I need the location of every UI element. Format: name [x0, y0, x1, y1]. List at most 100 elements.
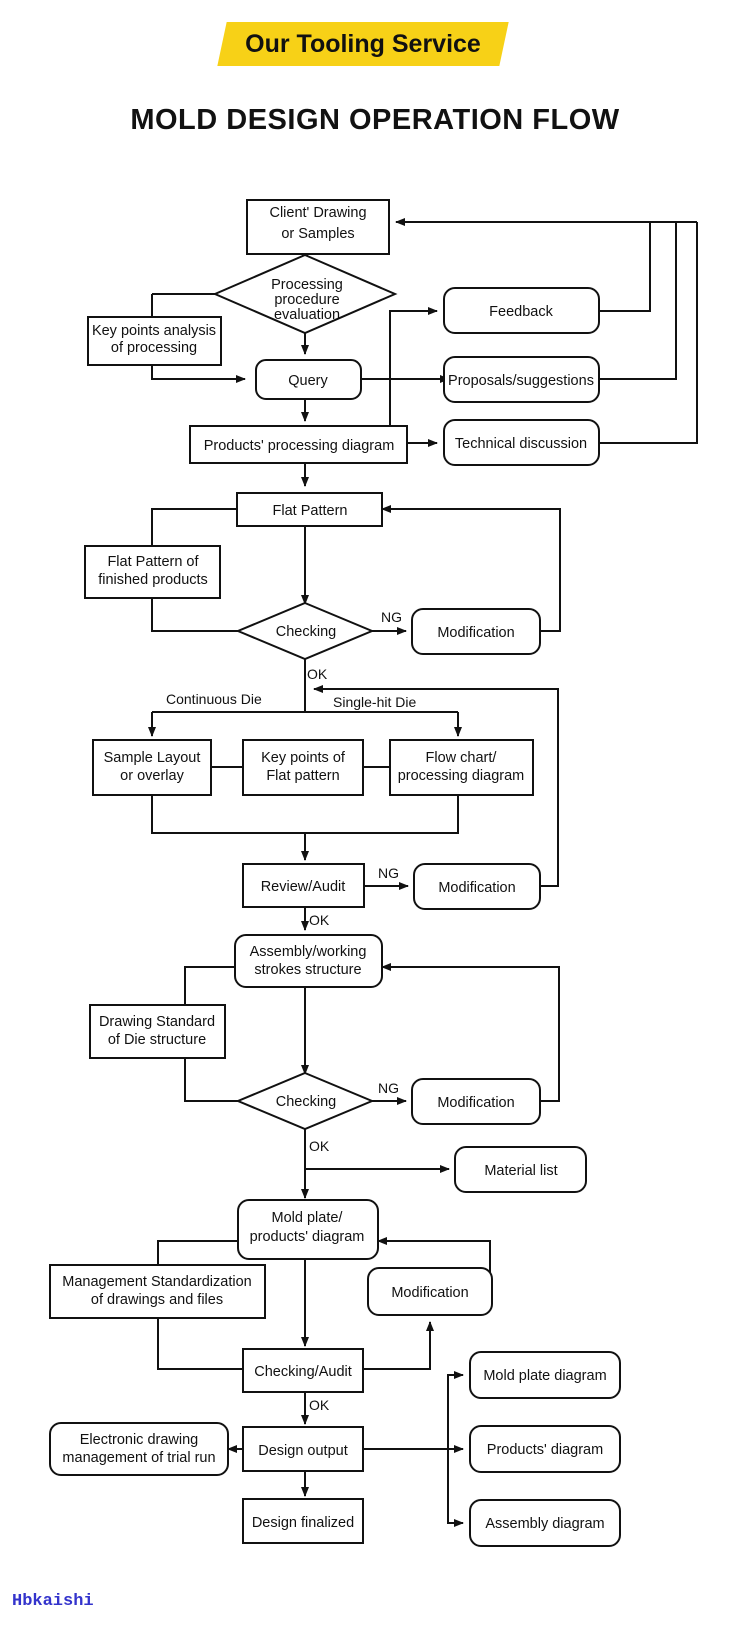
- node-check2[interactable]: Checking: [235, 1071, 375, 1131]
- node-flatfinished-line1: Flat Pattern of: [107, 554, 199, 570]
- node-drawstd[interactable]: Drawing Standard of Die structure: [89, 1004, 226, 1059]
- node-material[interactable]: Material list: [454, 1146, 587, 1193]
- node-mod4-label: Modification: [391, 1285, 468, 1301]
- node-electronic-line1: Electronic drawing: [80, 1432, 198, 1448]
- node-prodproc[interactable]: Products' processing diagram: [189, 425, 408, 464]
- edge-proposals-return: [599, 222, 677, 380]
- node-assemblydia[interactable]: Assembly diagram: [469, 1499, 621, 1547]
- node-designfinal[interactable]: Design finalized: [242, 1498, 364, 1544]
- node-query[interactable]: Query: [255, 359, 362, 400]
- node-mgmtstd-line2: of drawings and files: [91, 1292, 223, 1308]
- edge-query-feedback: [389, 307, 438, 379]
- node-keyflat-line1: Key points of: [261, 750, 346, 766]
- node-check1[interactable]: Checking: [235, 601, 375, 661]
- node-keyflat-line2: Flat pattern: [266, 768, 339, 784]
- edge-feedback-return: [395, 218, 651, 312]
- edge-label-layer: NG OK Continuous Die Single-hit Die NG O…: [166, 609, 416, 1413]
- edge-flat-left: [151, 508, 237, 546]
- edge-mod3-return: [381, 963, 560, 1102]
- edge-label-ok-1: OK: [307, 666, 328, 682]
- node-sample[interactable]: Sample Layout or overlay: [92, 739, 212, 796]
- node-eval-line3: evaluation: [274, 307, 340, 323]
- node-assembly-line2: strokes structure: [254, 962, 361, 978]
- node-flowchart-line2: processing diagram: [398, 768, 525, 784]
- node-proposals[interactable]: Proposals/suggestions: [443, 356, 600, 403]
- node-review-label: Review/Audit: [261, 879, 346, 895]
- edge-assembly-left: [184, 966, 235, 1005]
- node-material-label: Material list: [484, 1163, 557, 1179]
- edge-label-continuous-die: Continuous Die: [166, 691, 262, 707]
- node-moldplatedia-label: Mold plate diagram: [483, 1368, 606, 1384]
- connector-layer: [148, 218, 698, 1527]
- node-mgmtstd-line1: Management Standardization: [62, 1274, 251, 1290]
- node-proposals-label: Proposals/suggestions: [448, 373, 594, 389]
- node-mgmtstd[interactable]: Management Standardization of drawings a…: [49, 1264, 266, 1319]
- node-techdisc-label: Technical discussion: [455, 436, 587, 452]
- edge-label-ok-4: OK: [309, 1397, 330, 1413]
- node-flatfinished-line2: finished products: [98, 572, 208, 588]
- node-client[interactable]: Client' Drawing or Samples: [246, 199, 390, 255]
- node-assembly-line1: Assembly/working: [250, 944, 367, 960]
- node-keypoints[interactable]: Key points analysis of processing: [87, 316, 222, 366]
- node-moldplate[interactable]: Mold plate/ products' diagram: [237, 1199, 379, 1260]
- edge-mod1-return: [381, 505, 561, 632]
- node-assembly[interactable]: Assembly/working strokes structure: [234, 934, 383, 988]
- edge-keypoints-query: [151, 365, 246, 383]
- node-mod2-label: Modification: [438, 880, 515, 896]
- edge-drawstd-check2: [184, 1058, 248, 1102]
- node-check2-label: Checking: [276, 1094, 336, 1110]
- node-checkaudit[interactable]: Checking/Audit: [242, 1348, 364, 1393]
- edge-designout-moldplatedia: [447, 1371, 464, 1449]
- watermark: Hbkaishi: [12, 1592, 94, 1611]
- node-flowchart[interactable]: Flow chart/ processing diagram: [389, 739, 534, 796]
- edge-merge-bus: [151, 795, 459, 834]
- node-query-label: Query: [288, 373, 328, 389]
- node-client-line2: or Samples: [281, 226, 354, 242]
- node-mod1[interactable]: Modification: [411, 608, 541, 655]
- node-review[interactable]: Review/Audit: [242, 863, 365, 908]
- page-title: MOLD DESIGN OPERATION FLOW: [130, 104, 620, 136]
- node-electronic[interactable]: Electronic drawing management of trial r…: [49, 1422, 229, 1476]
- node-assemblydia-label: Assembly diagram: [485, 1516, 604, 1532]
- node-feedback-label: Feedback: [489, 304, 553, 320]
- node-prodsdia[interactable]: Products' diagram: [469, 1425, 621, 1473]
- edge-label-ok-3: OK: [309, 1138, 330, 1154]
- edge-flatfinished-check1: [151, 598, 248, 632]
- node-mod2[interactable]: Modification: [413, 863, 541, 910]
- node-feedback[interactable]: Feedback: [443, 287, 600, 334]
- node-flatpattern[interactable]: Flat Pattern: [236, 492, 383, 527]
- edge-designout-assemblydia: [447, 1449, 464, 1527]
- node-techdisc[interactable]: Technical discussion: [443, 419, 600, 466]
- node-flatpattern-label: Flat Pattern: [273, 503, 348, 519]
- edge-label-ng-1: NG: [381, 609, 402, 625]
- node-keyflat[interactable]: Key points of Flat pattern: [242, 739, 364, 796]
- node-designout-label: Design output: [258, 1443, 347, 1459]
- edge-mod2-return: [313, 685, 559, 887]
- edge-label-single-hit-die: Single-hit Die: [333, 694, 416, 710]
- node-keypoints-line2: of processing: [111, 340, 197, 356]
- node-layer: Client' Drawing or Samples Processing pr…: [49, 199, 621, 1547]
- node-prodproc-label: Products' processing diagram: [204, 438, 395, 454]
- node-flowchart-line1: Flow chart/: [426, 750, 498, 766]
- banner-label: Our Tooling Service: [245, 29, 481, 58]
- edge-checkaudit-mod4: [363, 1321, 434, 1370]
- node-mod3[interactable]: Modification: [411, 1078, 541, 1125]
- node-drawstd-line1: Drawing Standard: [99, 1014, 215, 1030]
- node-mod4[interactable]: Modification: [367, 1267, 493, 1316]
- node-mod1-label: Modification: [437, 625, 514, 641]
- node-moldplatedia[interactable]: Mold plate diagram: [469, 1351, 621, 1399]
- node-flatfinished[interactable]: Flat Pattern of finished products: [84, 545, 221, 599]
- node-sample-line2: or overlay: [120, 768, 184, 784]
- node-client-line1: Client' Drawing: [269, 205, 366, 221]
- edge-label-ok-2: OK: [309, 912, 330, 928]
- node-eval-line1: Processing: [271, 277, 343, 293]
- node-designfinal-label: Design finalized: [252, 1515, 354, 1531]
- node-eval[interactable]: Processing procedure evaluation: [212, 253, 398, 335]
- node-check1-label: Checking: [276, 624, 336, 640]
- node-checkaudit-label: Checking/Audit: [254, 1364, 352, 1380]
- node-keypoints-line1: Key points analysis: [92, 323, 216, 339]
- node-eval-line2: procedure: [274, 292, 339, 308]
- node-designout[interactable]: Design output: [242, 1426, 364, 1472]
